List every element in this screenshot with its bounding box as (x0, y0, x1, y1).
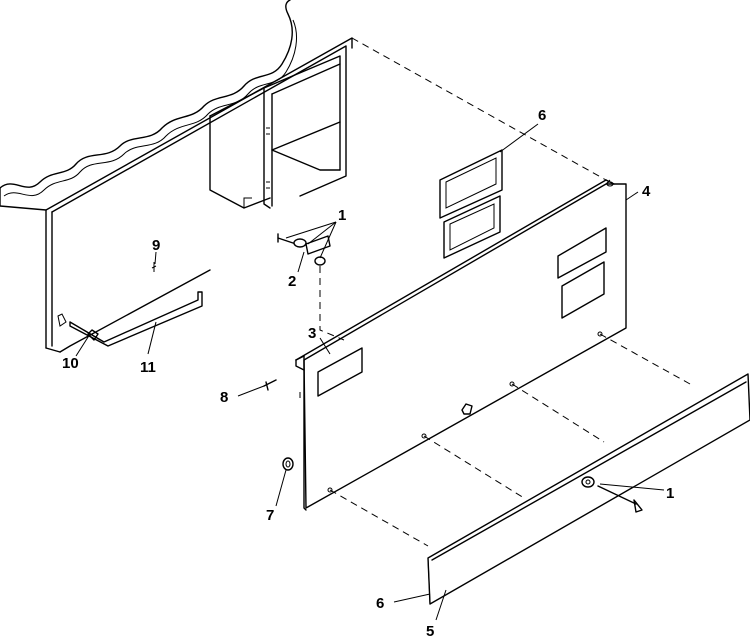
callout-3: 3 (308, 325, 316, 342)
grommet-7-part (282, 457, 294, 471)
callout-6-lower: 6 (376, 595, 384, 612)
callout-6-upper: 6 (538, 107, 546, 124)
screw-8-part (263, 379, 277, 391)
back-panel (295, 179, 627, 511)
callout-11: 11 (140, 359, 156, 376)
callout-1-upper: 1 (338, 207, 346, 224)
callout-8: 8 (220, 389, 228, 406)
screw-9-part (151, 262, 157, 272)
callout-1-lower: 1 (666, 485, 674, 502)
screw-1-lower-part (597, 485, 643, 513)
callouts: 1 2 3 4 5 6 6 7 8 9 10 11 1 (62, 107, 674, 638)
callout-7: 7 (266, 507, 274, 524)
callout-2: 2 (288, 273, 296, 290)
gasket-upper (439, 149, 503, 259)
kick-plate (427, 373, 750, 605)
cabinet (0, 0, 353, 353)
callout-4: 4 (642, 183, 651, 200)
callout-5: 5 (426, 623, 434, 638)
callout-9: 9 (152, 237, 160, 254)
damper-rod (69, 291, 203, 347)
leader-lines (75, 123, 665, 621)
assembly-lines (319, 37, 691, 547)
clip-assembly (277, 233, 331, 266)
callout-10: 10 (62, 355, 79, 372)
